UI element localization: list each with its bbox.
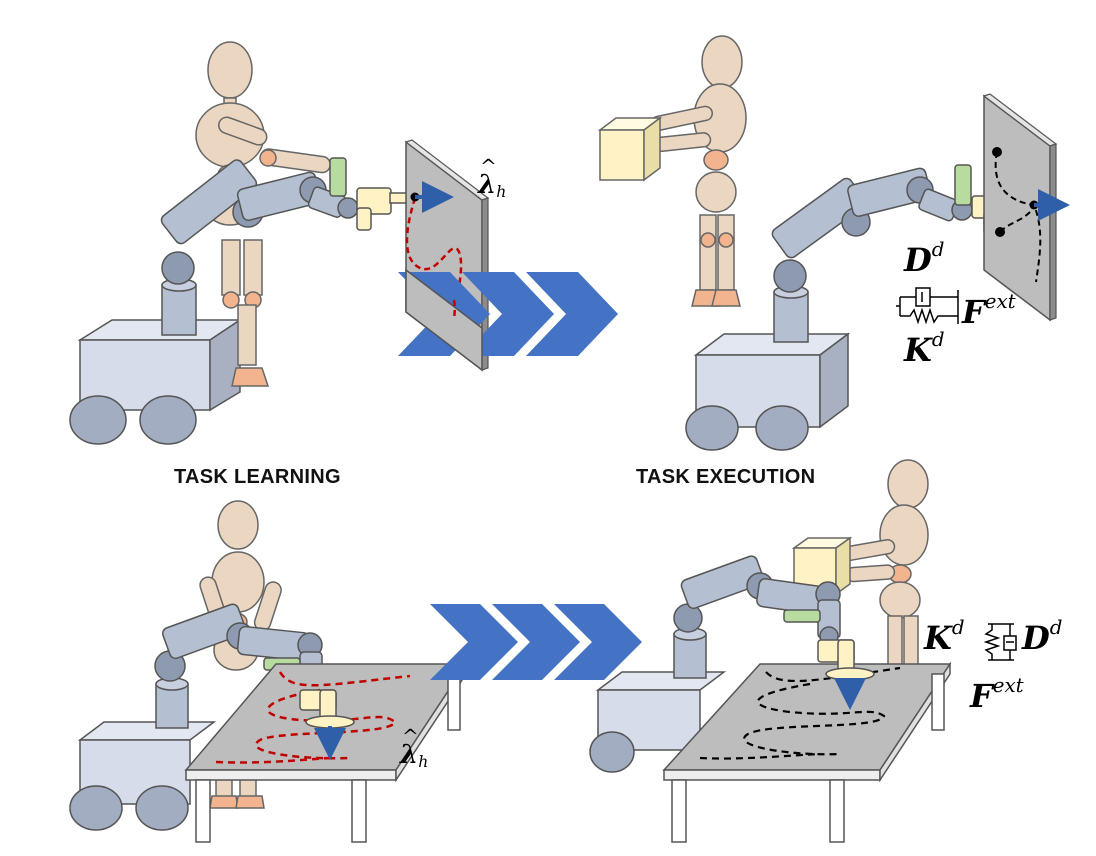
wall-surface (982, 93, 1070, 322)
learning-to-execution-arrow-bottom (430, 604, 642, 680)
carried-box (597, 116, 663, 182)
caption-task-learning: TASK LEARNING (174, 466, 341, 488)
table (662, 661, 952, 843)
robot-base (69, 677, 217, 831)
robot-arm (673, 555, 841, 646)
spring-damper-symbol (983, 623, 1017, 661)
end-effector-tool (817, 639, 875, 710)
lambda-h-label-bottom: ^λh (400, 724, 429, 771)
learning-table-scene (69, 500, 468, 843)
robot-arm (160, 157, 415, 285)
learned-trajectory (255, 671, 411, 760)
robot-base (69, 278, 243, 445)
learned-trajectory (405, 197, 463, 319)
execution-table-scene (589, 459, 1017, 843)
caption-task-execution: TASK EXECUTION (636, 466, 816, 488)
robot-base (589, 627, 727, 773)
stiffness-label-bottom: Kd (924, 616, 965, 657)
external-force-label-top: Fext (962, 290, 1016, 331)
damping-label-bottom: Dd (1022, 616, 1063, 657)
execution-wall-scene (597, 35, 1070, 451)
lambda-h-label-top: ^λh (478, 154, 507, 201)
external-force-label-bottom: Fext (970, 674, 1024, 715)
stiffness-label-top: Kd (904, 328, 945, 369)
robot-base (685, 285, 851, 451)
learning-wall-scene (69, 41, 490, 445)
damping-label-top: Dd (904, 238, 945, 279)
spring-damper-symbol (896, 287, 959, 325)
human-with-box (650, 35, 747, 307)
end-effector-tool (299, 689, 355, 760)
executed-trajectory (743, 666, 901, 756)
